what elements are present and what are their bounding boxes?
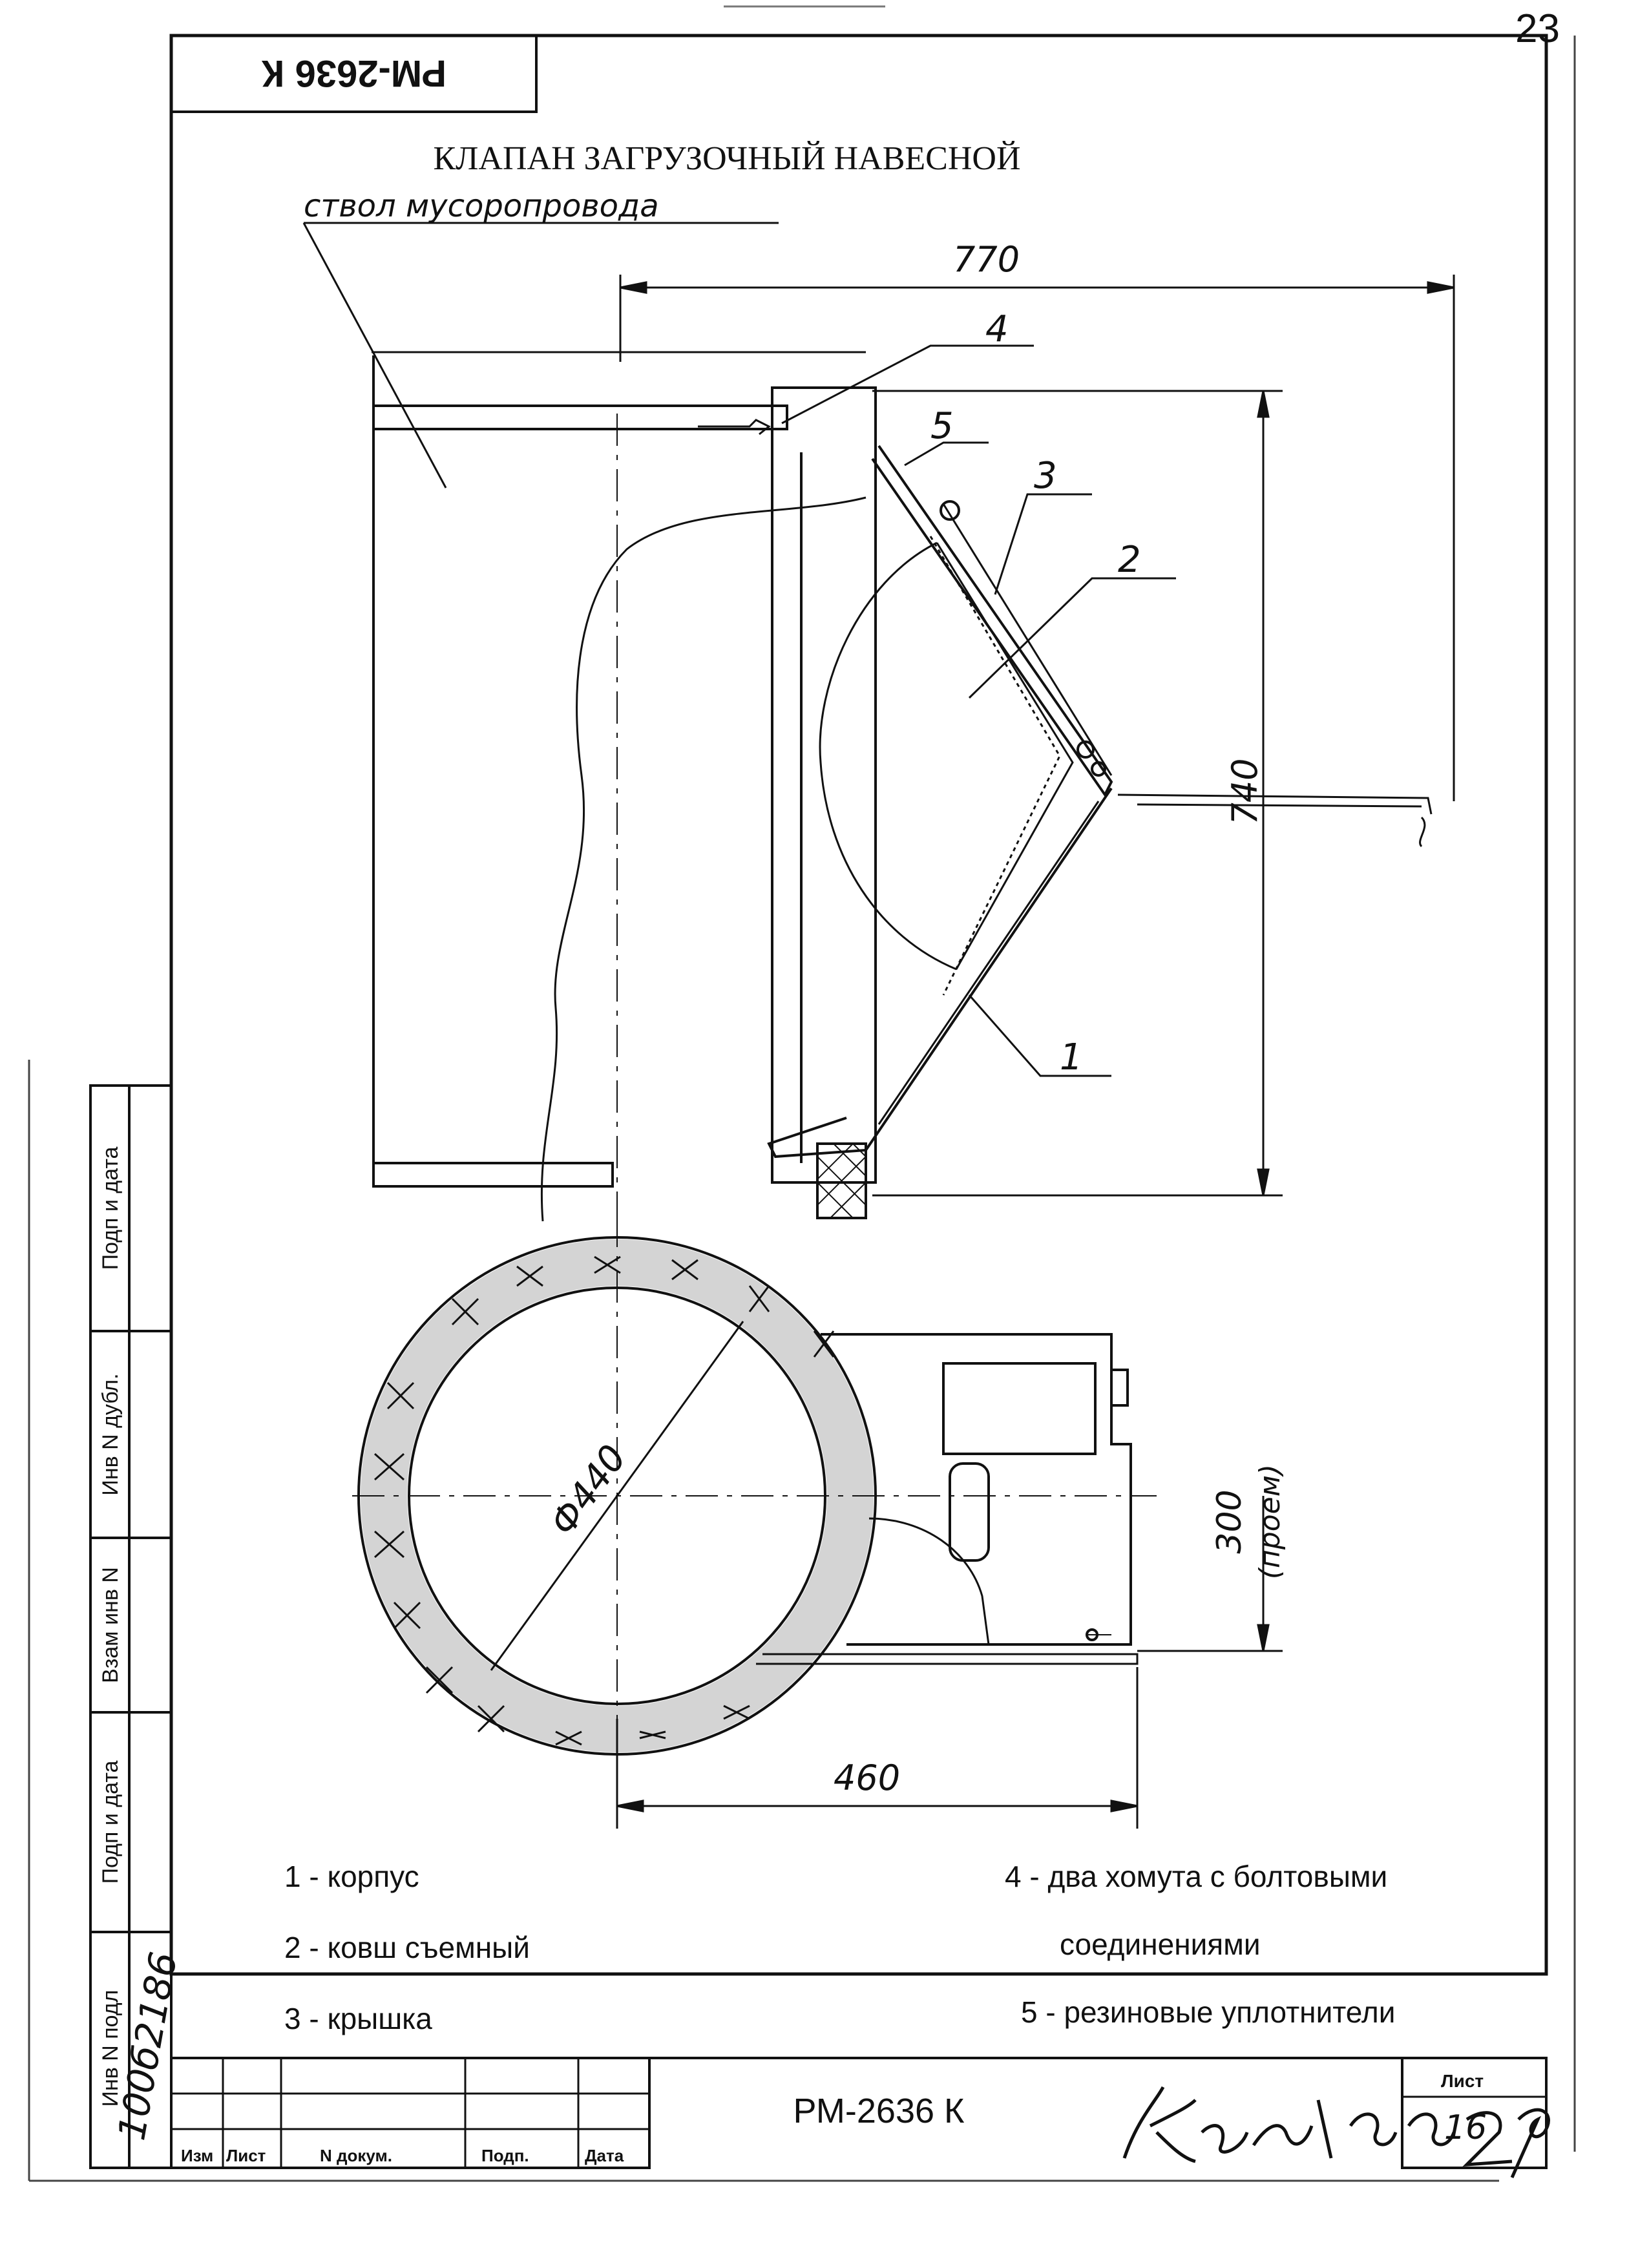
- title-block-data: Дата: [585, 2146, 624, 2165]
- legend-item-2: 2 - ковш съемный: [284, 1931, 530, 1964]
- title-block-sheet-label: Лист: [1441, 2071, 1484, 2091]
- stamp-box: [170, 34, 538, 113]
- callout-2: 2: [1118, 539, 1141, 581]
- title-block-n-dokum: N докум.: [320, 2146, 392, 2165]
- legend-item-1: 1 - корпус: [284, 1860, 419, 1893]
- dimension-740-label: 740: [1224, 758, 1265, 824]
- drawing-title: КЛАПАН ЗАГРУЗОЧНЫЙ НАВЕСНОЙ: [433, 140, 1020, 177]
- legend-item-4-cont: соединениями: [1060, 1927, 1261, 1961]
- side-stamp-podp-data-2: Подп и дата: [98, 1760, 123, 1884]
- signature: [1122, 2086, 1550, 2179]
- dimension-300-label: 300: [1210, 1489, 1249, 1553]
- title-block-list: Лист: [226, 2146, 266, 2165]
- callout-leaders: [781, 344, 1176, 1077]
- title-block-podp: Подп.: [481, 2146, 529, 2165]
- sheet-number: 23: [1515, 6, 1560, 51]
- legend-item-4: 4 - два хомута с болтовыми: [1005, 1860, 1387, 1893]
- title-block: [170, 2057, 1548, 2169]
- dimension-460: [616, 1667, 1139, 1829]
- legend-item-5: 5 - резиновые уплотнители: [1021, 1995, 1395, 2029]
- side-stamp-vzam-inv: Взам инв N: [98, 1567, 123, 1683]
- dimension-300-note: (проем): [1254, 1464, 1287, 1579]
- side-stamp-inv-podl: Инв N подл: [98, 1990, 123, 2107]
- side-stamp: [89, 1084, 173, 2169]
- dimension-460-label: 460: [834, 1758, 900, 1798]
- trunk-label: ствол мусоропровода: [304, 188, 659, 224]
- stamp-code: РМ-2636 К: [261, 52, 446, 94]
- callout-1: 1: [1060, 1036, 1083, 1078]
- dimension-770-label: 770: [953, 239, 1020, 280]
- dimension-740: [872, 390, 1283, 1197]
- plan-view: [352, 1215, 1157, 1809]
- side-stamp-podp-data-1: Подп и дата: [98, 1146, 123, 1270]
- sheet-frame: [169, 34, 1548, 1976]
- legend-item-3: 3 - крышка: [284, 2002, 432, 2035]
- side-stamp-inv-dubl: Инв N дубл.: [98, 1373, 123, 1495]
- callout-5: 5: [930, 405, 954, 447]
- dimension-770: [619, 275, 1455, 801]
- title-block-code: РМ-2636 К: [793, 2092, 965, 2130]
- callout-3: 3: [1034, 455, 1057, 497]
- callout-4: 4: [985, 308, 1009, 350]
- title-block-izm: Изм: [181, 2146, 213, 2165]
- side-view: [372, 351, 1433, 1228]
- dimension-300: [1137, 1496, 1283, 1652]
